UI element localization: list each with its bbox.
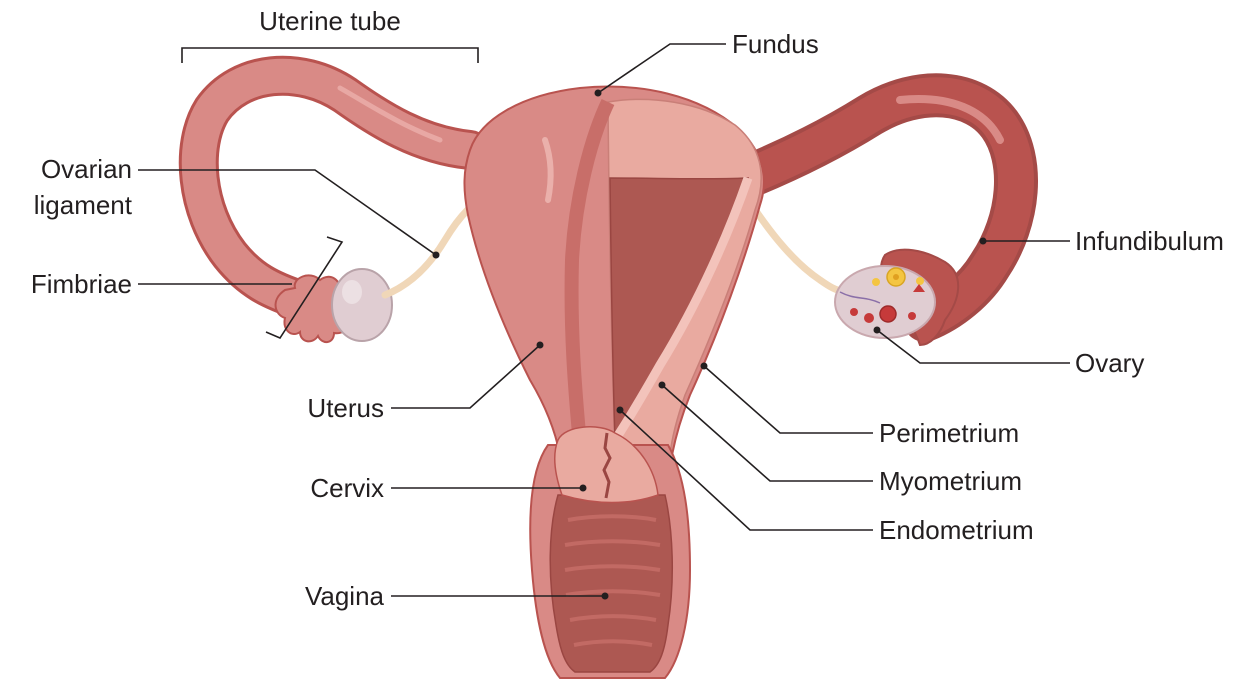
label-ovarian-ligament-line1: Ovarian — [41, 154, 132, 184]
right-ovarian-ligament — [745, 195, 845, 292]
label-vagina: Vagina — [305, 581, 385, 611]
label-perimetrium: Perimetrium — [879, 418, 1019, 448]
left-ovary — [332, 269, 392, 341]
label-uterus: Uterus — [307, 393, 384, 423]
label-myometrium: Myometrium — [879, 466, 1022, 496]
label-endometrium: Endometrium — [879, 515, 1034, 545]
label-uterine-tube: Uterine tube — [259, 6, 401, 36]
label-fundus: Fundus — [732, 29, 819, 59]
label-ovarian-ligament-line2: ligament — [34, 190, 133, 220]
right-ovary — [835, 266, 935, 338]
label-cervix: Cervix — [310, 473, 384, 503]
label-infundibulum: Infundibulum — [1075, 226, 1224, 256]
label-fimbriae: Fimbriae — [31, 269, 132, 299]
uterus-body — [464, 87, 763, 455]
label-ovary: Ovary — [1075, 348, 1144, 378]
